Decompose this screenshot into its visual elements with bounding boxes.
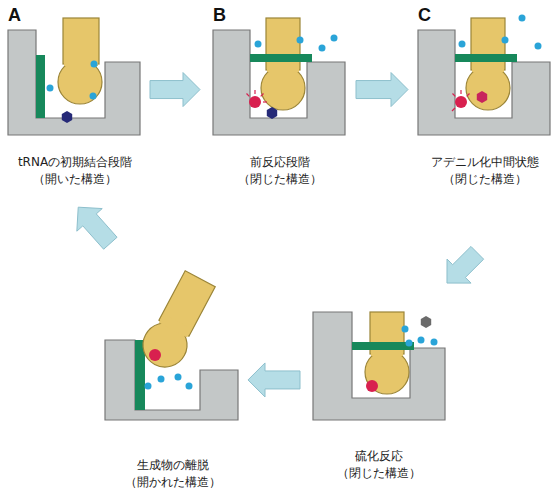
released-trna [135, 268, 219, 374]
solvent-dot [158, 376, 165, 383]
solvent-dot [175, 374, 182, 381]
trna-body [261, 66, 305, 110]
thiolated-site [366, 380, 378, 392]
solvent-dot [145, 383, 152, 390]
ray [254, 90, 255, 94]
trna-body [365, 350, 409, 394]
reactive-site [455, 96, 467, 108]
cycle-arrow [356, 73, 408, 107]
ray [453, 94, 456, 97]
ray [460, 90, 461, 94]
atp-hexagon [62, 111, 72, 123]
ray [247, 94, 250, 97]
panel-letter: A [8, 5, 21, 26]
reaction-rays [452, 90, 470, 111]
solvent-dot [535, 43, 542, 50]
ray [263, 101, 267, 102]
stage-panel: 硫化反応 （閉じた構造） [306, 300, 451, 495]
solvent-dot [319, 45, 326, 52]
solvent-dot [186, 383, 193, 390]
cycle-arrow [447, 246, 484, 283]
solvent-dot [519, 15, 526, 22]
panel-letter: B [213, 5, 226, 26]
solvent-dot [91, 61, 98, 68]
solvent-dot [90, 93, 97, 100]
atp-hexagon [267, 107, 277, 119]
stage-caption: 前反応段階 （閉じた構造） [209, 154, 351, 188]
reaction-rays [247, 90, 268, 102]
enzyme-body [313, 312, 445, 420]
ray [452, 108, 455, 111]
solvent-dot [459, 41, 466, 48]
trna-joint [472, 62, 504, 72]
green-helix [36, 55, 45, 118]
stage-panel: C アデニル化中間状態 （閉じた構造） [414, 4, 556, 190]
solvent-dot [297, 37, 304, 44]
solvent-dot [47, 85, 54, 92]
trna-body [466, 66, 510, 110]
solvent-dot [502, 37, 509, 44]
ray [261, 94, 264, 97]
amp-hexagon [421, 316, 431, 328]
solvent-dot [331, 35, 338, 42]
trna-joint [159, 314, 192, 338]
panel-letter: C [418, 5, 431, 26]
stage-panel: AtRNAの初期結合段階 （開いた構造） [4, 4, 146, 190]
solvent-dot [431, 339, 438, 346]
trna-body [58, 60, 102, 104]
cycle-arrow [77, 207, 117, 249]
solvent-dot [406, 340, 413, 347]
adenylate-hexagon [477, 91, 487, 103]
cycle-arrow [248, 363, 300, 397]
stage-panel: 生成物の離脱 （開かれた構造） [100, 300, 245, 495]
green-lid [455, 54, 517, 62]
stage-caption: 硫化反応 （閉じた構造） [306, 448, 451, 482]
stage-caption: 生成物の離脱 （開かれた構造） [100, 457, 245, 491]
reactive-site [249, 96, 261, 108]
cycle-arrow [150, 73, 200, 107]
solvent-dot [418, 337, 425, 344]
green-lid [250, 54, 312, 62]
stage-caption: アデニル化中間状態 （閉じた構造） [414, 154, 556, 188]
trna-joint [267, 62, 299, 72]
green-lid [352, 342, 414, 350]
ray [467, 94, 470, 97]
solvent-dot [402, 326, 409, 333]
thiolated-site [149, 349, 161, 361]
stage-caption: tRNAの初期結合段階 （開いた構造） [4, 154, 146, 188]
stage-panel: B 前反応段階 （閉じた構造） [209, 4, 351, 190]
solvent-dot [255, 41, 262, 48]
